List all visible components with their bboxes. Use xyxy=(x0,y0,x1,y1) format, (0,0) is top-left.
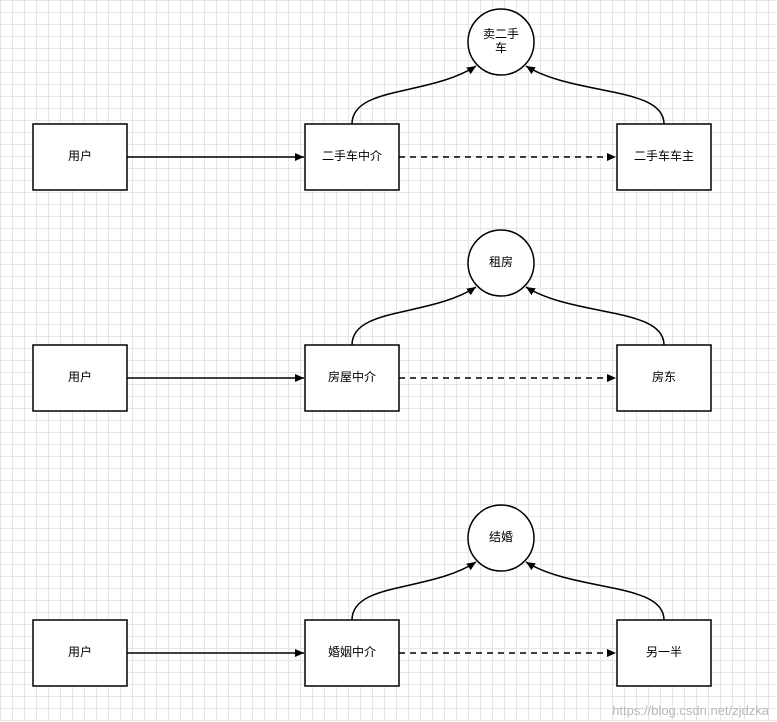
goal-label: 结婚 xyxy=(489,530,513,544)
agent-to-goal-arrow xyxy=(351,65,477,125)
goal-label: 卖二手 xyxy=(483,27,519,41)
agent-box xyxy=(304,619,400,687)
agent-to-goal-arrow xyxy=(351,286,477,346)
user-box xyxy=(32,344,128,412)
owner-to-goal-arrow xyxy=(525,286,665,346)
owner-label: 另一半 xyxy=(646,645,682,659)
goal-circle xyxy=(467,504,535,572)
agent-box xyxy=(304,344,400,412)
owner-to-goal-arrow xyxy=(525,561,665,621)
agent-label: 二手车中介 xyxy=(322,148,382,163)
goal-label: 租房 xyxy=(489,254,513,269)
owner-label: 房东 xyxy=(652,369,676,384)
user-label: 用户 xyxy=(68,369,92,384)
user-box xyxy=(32,123,128,191)
agent-label: 房屋中介 xyxy=(328,369,376,384)
agent-box xyxy=(304,123,400,191)
agent-label: 婚姻中介 xyxy=(328,644,376,659)
watermark: https://blog.csdn.net/zjdzka xyxy=(612,703,769,718)
user-label: 用户 xyxy=(68,644,92,659)
goal-label: 车 xyxy=(495,40,507,55)
user-label: 用户 xyxy=(68,148,92,163)
owner-box xyxy=(616,619,712,687)
agent-to-goal-arrow xyxy=(351,561,477,621)
owner-label: 二手车车主 xyxy=(634,148,694,163)
goal-circle xyxy=(467,8,535,76)
goal-circle xyxy=(467,229,535,297)
owner-to-goal-arrow xyxy=(525,65,665,125)
